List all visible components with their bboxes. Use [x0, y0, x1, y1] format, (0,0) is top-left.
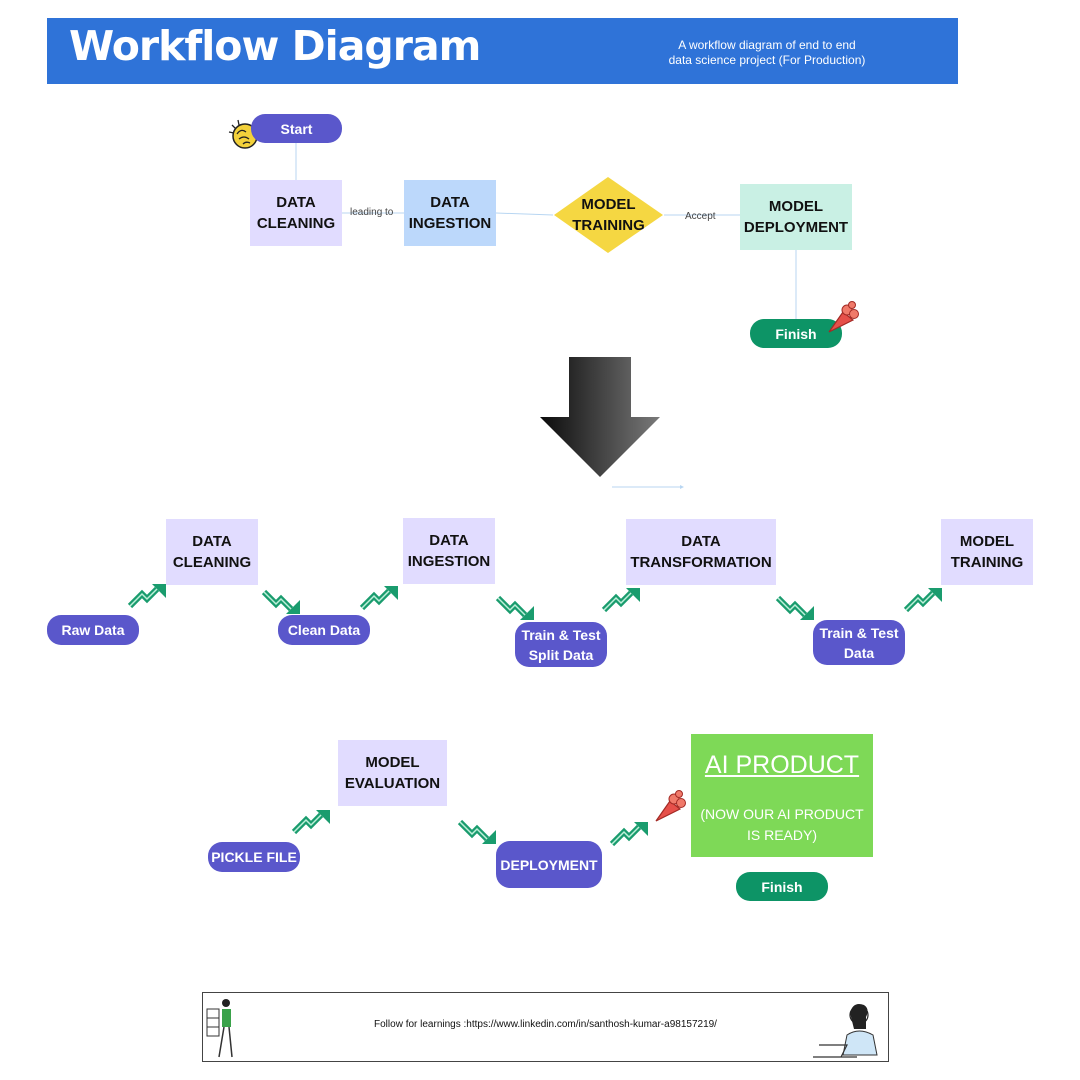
- edge-label-leading-to: leading to: [350, 207, 394, 218]
- pipeline-data-cleaning: DATA CLEANING: [166, 519, 258, 585]
- ai-product-note: (NOW OUR AI PRODUCT IS READY): [700, 806, 864, 843]
- data-cleaning-node: DATA CLEANING: [250, 180, 342, 246]
- pickle-file-pill: PICKLE FILE: [208, 842, 300, 872]
- data-ingestion-node: DATA INGESTION: [404, 180, 496, 246]
- big-down-arrow-icon: [540, 357, 660, 477]
- footer-text: Follow for learnings :https://www.linked…: [374, 1019, 717, 1030]
- zigzag-arrow-icon: [612, 822, 648, 844]
- person-laptop-illustration: [813, 1004, 878, 1058]
- zigzag-arrow-icon: [362, 586, 398, 608]
- pipeline-data-ingestion: DATA INGESTION: [403, 518, 495, 584]
- zigzag-arrow-icon: [294, 810, 330, 832]
- zigzag-arrow-icon: [906, 588, 942, 610]
- zigzag-arrow-icon: [604, 588, 640, 610]
- finish-node-bottom: Finish: [736, 872, 828, 901]
- connector-ingestion-training: [495, 212, 554, 216]
- person-carrying-boxes-illustration: [206, 999, 233, 1058]
- start-node: Start: [251, 114, 342, 143]
- clean-data-pill: Clean Data: [278, 615, 370, 645]
- ai-product-card: AI PRODUCT (NOW OUR AI PRODUCT IS READY): [691, 734, 873, 857]
- bouquet-icon: [823, 298, 863, 343]
- page-title: Workflow Diagram: [69, 22, 481, 70]
- train-test-split-pill: Train & Test Split Data: [515, 622, 607, 667]
- page-subtitle: A workflow diagram of end to end data sc…: [668, 38, 866, 67]
- raw-data-pill: Raw Data: [47, 615, 139, 645]
- model-training-diamond: [554, 177, 663, 253]
- footer-banner: Follow for learnings :https://www.linked…: [202, 992, 889, 1062]
- zigzag-arrow-icon: [460, 822, 496, 844]
- deployment-pill: DEPLOYMENT: [496, 841, 602, 888]
- bouquet-icon-2: [650, 787, 690, 832]
- zigzag-arrow-icon: [130, 584, 166, 606]
- ai-product-title: AI PRODUCT: [704, 751, 860, 779]
- model-deployment-node: MODEL DEPLOYMENT: [740, 184, 852, 250]
- finish-node-top: Finish: [750, 319, 842, 348]
- zigzag-arrow-icon: [778, 598, 814, 620]
- model-evaluation-node: MODEL EVALUATION: [338, 740, 447, 806]
- pipeline-model-training: MODEL TRAINING: [941, 519, 1033, 585]
- model-training-decision: MODEL TRAINING: [572, 196, 645, 234]
- train-test-data-pill: Train & Test Data: [813, 620, 905, 665]
- pipeline-data-transformation: DATA TRANSFORMATION: [626, 519, 776, 585]
- stray-connector-head: [680, 485, 684, 489]
- header-banner: Workflow Diagram A workflow diagram of e…: [47, 18, 958, 84]
- zigzag-arrow-icon: [264, 592, 300, 614]
- edge-label-accept: Accept: [685, 211, 716, 222]
- zigzag-arrow-icon: [498, 598, 534, 620]
